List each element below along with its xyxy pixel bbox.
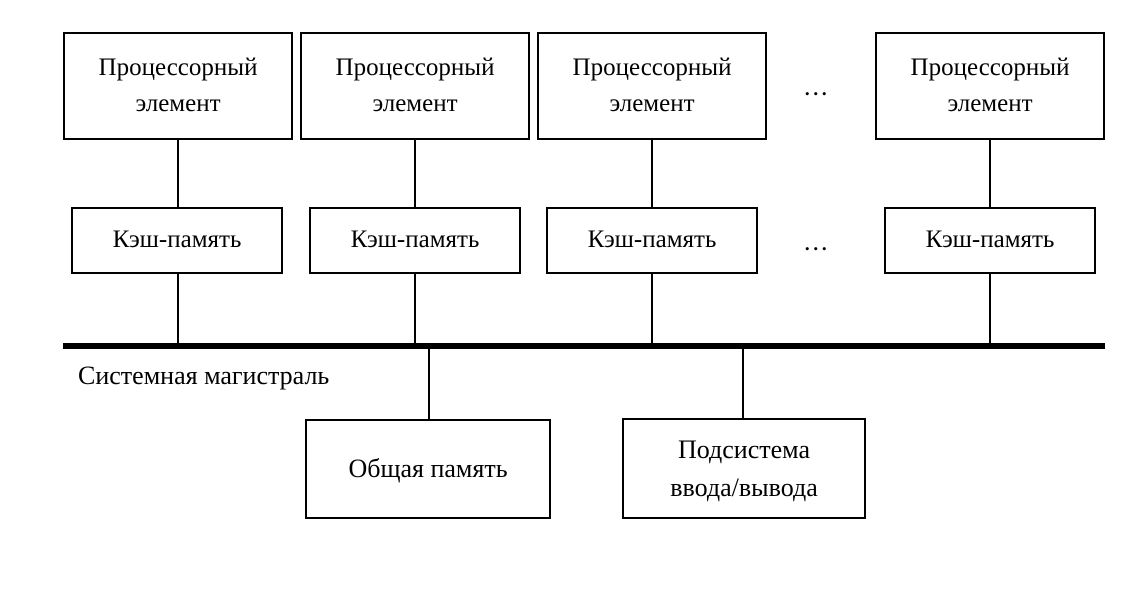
connector-pe3-to-cache3	[651, 140, 653, 208]
connector-pe4-to-cache4	[989, 140, 991, 208]
connector-cache2-to-bus	[414, 274, 416, 348]
processing-element-label-line2: элемент	[609, 90, 695, 117]
ellipsis-caches: ...	[804, 227, 830, 256]
connector-cache4-to-bus	[989, 274, 991, 348]
processing-element-label-line2: элемент	[947, 90, 1033, 117]
connector-cache3-to-bus	[651, 274, 653, 348]
cache-memory-label: Кэш-память	[587, 226, 717, 254]
processing-element-label-line1: Процессорный	[572, 53, 732, 81]
cache-memory-label: Кэш-память	[112, 226, 242, 254]
cache-memory-box-4: Кэш-память	[884, 207, 1096, 274]
connector-cache1-to-bus	[177, 274, 179, 348]
processing-element-box-3: Процессорный элемент	[537, 32, 767, 140]
processing-element-box-4: Процессорный элемент	[875, 32, 1105, 140]
cache-memory-box-1: Кэш-память	[71, 207, 283, 274]
connector-pe1-to-cache1	[177, 140, 179, 208]
processing-element-label-line2: элемент	[372, 90, 458, 117]
processing-element-label-line1: Процессорный	[910, 53, 1070, 81]
cache-memory-label: Кэш-память	[350, 226, 480, 254]
ellipsis-processing-elements: ...	[804, 72, 830, 101]
cache-memory-box-2: Кэш-память	[309, 207, 521, 274]
system-bus-line	[63, 343, 1105, 349]
processing-element-label-line1: Процессорный	[335, 53, 495, 81]
connector-bus-to-shared-memory	[428, 349, 430, 420]
processing-element-label-line2: элемент	[135, 90, 221, 117]
processing-element-box-2: Процессорный элемент	[300, 32, 530, 140]
shared-memory-box: Общая память	[305, 419, 551, 519]
processing-element-label-line1: Процессорный	[98, 53, 258, 81]
system-bus-label: Системная магистраль	[78, 361, 330, 390]
io-subsystem-label-line1: Подсистема	[678, 434, 810, 464]
processing-element-box-1: Процессорный элемент	[63, 32, 293, 140]
cache-memory-box-3: Кэш-память	[546, 207, 758, 274]
io-subsystem-box: Подсистема ввода/вывода	[622, 418, 866, 519]
io-subsystem-label-line2: ввода/вывода	[670, 472, 818, 502]
shared-memory-label: Общая память	[348, 454, 508, 484]
cache-memory-label: Кэш-память	[925, 226, 1055, 254]
connector-bus-to-io-subsystem	[742, 349, 744, 419]
connector-pe2-to-cache2	[414, 140, 416, 208]
